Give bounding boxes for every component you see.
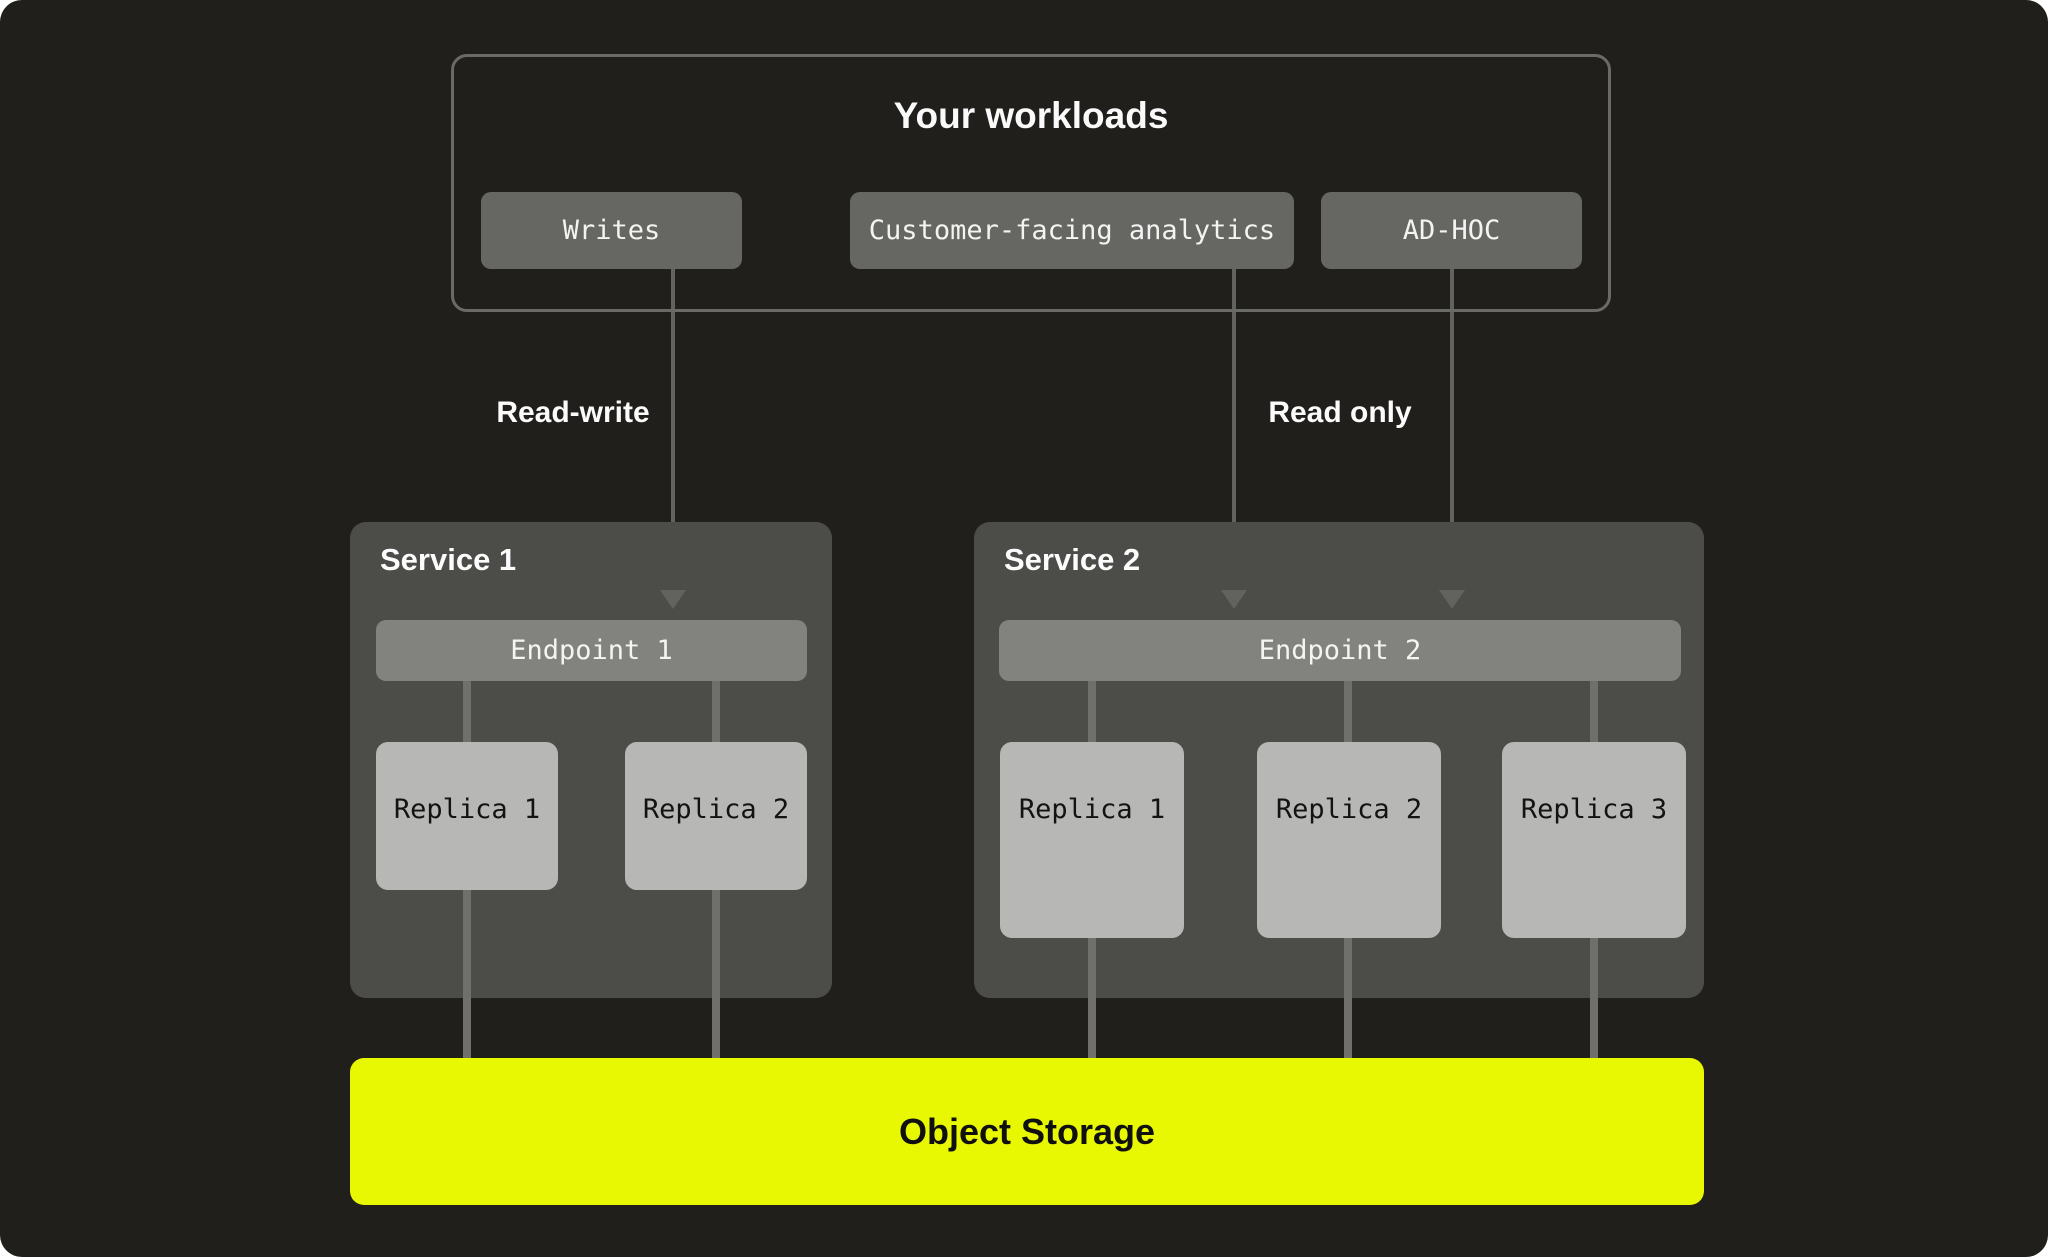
service-2-replica-3: Replica 3	[1502, 742, 1686, 938]
arrow-down-icon	[1221, 590, 1247, 609]
workload-chip-writes: Writes	[481, 192, 742, 269]
endpoint-label: Endpoint 1	[510, 635, 673, 666]
service-1-replica-2: Replica 2	[625, 742, 807, 890]
workload-chip-label: AD-HOC	[1402, 215, 1501, 246]
object-storage-label: Object Storage	[898, 1110, 1156, 1152]
workload-chip-label: Customer-facing analytics	[868, 215, 1276, 246]
writes-to-endpoint1-line	[671, 268, 675, 592]
arrow-down-icon	[1439, 590, 1465, 609]
workload-chip-label: Writes	[562, 215, 661, 246]
service-2-replica-2: Replica 2	[1257, 742, 1441, 938]
service-2-title: Service 2	[1004, 542, 1141, 577]
replica-label: Replica 1	[393, 794, 541, 825]
endpoint-label: Endpoint 2	[1258, 635, 1422, 666]
service-1-replica-1: Replica 1	[376, 742, 558, 890]
arrow-down-icon	[660, 590, 686, 609]
workload-chip-customer-facing-analytics: Customer-facing analytics	[850, 192, 1294, 269]
workloads-group-border	[451, 54, 1611, 312]
workload-chip-ad-hoc: AD-HOC	[1321, 192, 1582, 269]
read-only-label: Read only	[1268, 396, 1412, 429]
service-1-endpoint: Endpoint 1	[376, 620, 807, 681]
workloads-title: Your workloads	[893, 95, 1169, 136]
replica-label: Replica 1	[1018, 794, 1166, 825]
analytics-to-endpoint2-line	[1232, 268, 1236, 592]
service-1-title: Service 1	[380, 542, 517, 577]
service-2-endpoint: Endpoint 2	[999, 620, 1681, 681]
service-2-replica-1: Replica 1	[1000, 742, 1184, 938]
replica-label: Replica 2	[1275, 794, 1423, 825]
adhoc-to-endpoint2-line	[1450, 268, 1454, 592]
replica-label: Replica 2	[642, 794, 790, 825]
replica-label: Replica 3	[1520, 794, 1668, 825]
read-write-label: Read-write	[496, 396, 650, 429]
object-storage-box: Object Storage	[350, 1058, 1704, 1205]
